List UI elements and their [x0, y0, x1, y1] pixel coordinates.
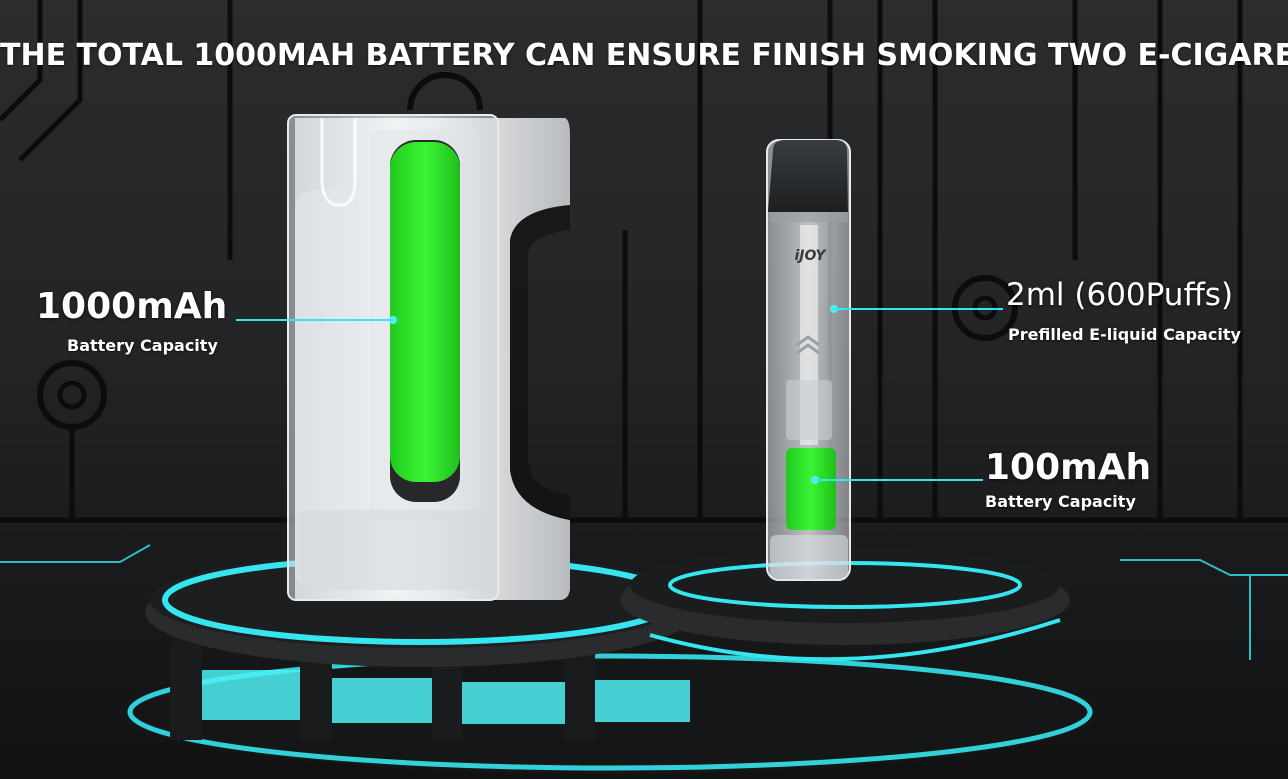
pod-brand-logo: iJOY: [794, 248, 826, 264]
box-battery-capacity-value: 1000mAh: [36, 286, 228, 327]
box-battery-capacity-caption: Battery Capacity: [67, 336, 218, 355]
pod-liquid-capacity-value: 2ml (600Puffs): [1006, 277, 1234, 313]
pod-battery-capacity-caption: Battery Capacity: [985, 492, 1136, 511]
pod-liquid-capacity-caption: Prefilled E-liquid Capacity: [1008, 325, 1241, 344]
headline: THE TOTAL 1000MAH BATTERY CAN ENSURE FIN…: [0, 38, 1288, 73]
pod-battery-capacity-value: 100mAh: [985, 447, 1152, 488]
